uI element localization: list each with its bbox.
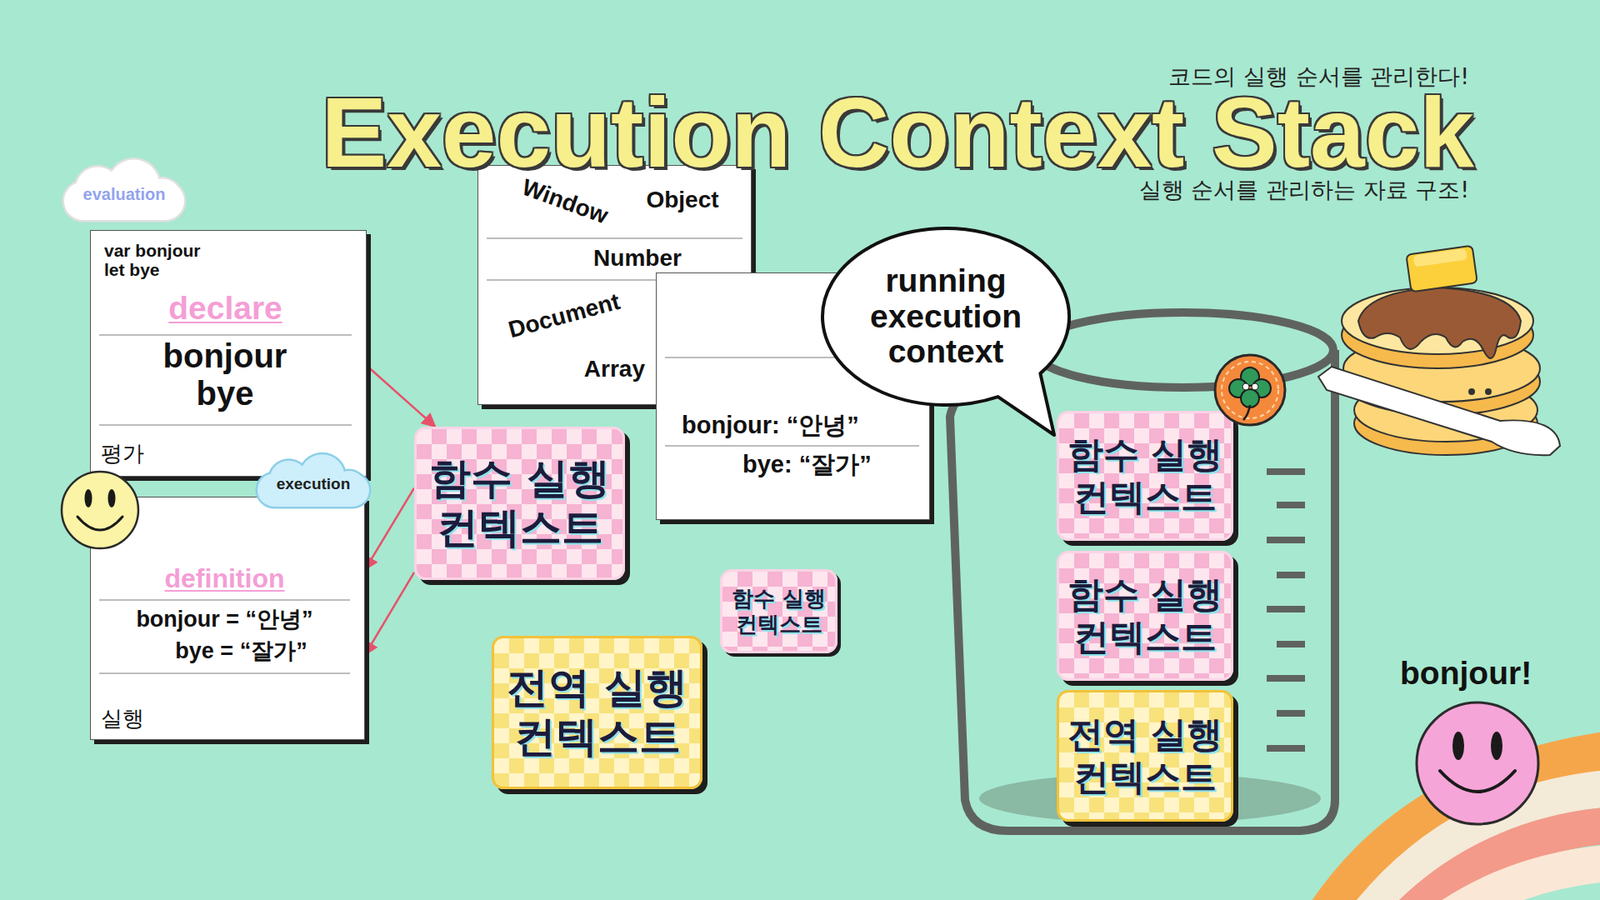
phase-label: 평가 — [100, 440, 201, 467]
stack-frame: 전역 실행 컨텍스트 — [1056, 690, 1234, 822]
step-heading: definition — [90, 562, 359, 595]
phase-tag: evaluation — [64, 163, 185, 225]
yellow-smiley — [61, 471, 139, 549]
rule-line — [99, 424, 352, 426]
phase-label: 실행 — [100, 705, 201, 732]
rule-line — [99, 672, 350, 675]
context-box: 함수 실행 컨텍스트 — [414, 426, 625, 580]
clover-badge — [1215, 355, 1285, 425]
phase-tag: execution — [257, 457, 370, 511]
phase-card: definition bonjour = “안녕” bye = “잘가” 실행 — [90, 496, 365, 740]
context-box: 전역 실행 컨텍스트 — [491, 635, 703, 790]
step-heading: declare — [90, 289, 360, 329]
speech-bubble: running execution context — [820, 226, 1071, 407]
bubble-outline — [822, 228, 1070, 435]
context-label: 전역 실행 컨텍스트 — [502, 663, 692, 762]
rule-line — [486, 237, 743, 240]
binding-line: bonjour: “안녕” — [681, 410, 924, 440]
pink-smiley — [1416, 702, 1539, 825]
context-label: 함수 실행 컨텍스트 — [425, 454, 615, 553]
object-name: Document — [480, 280, 649, 351]
object-name: Array — [545, 355, 645, 384]
title: Execution Context Stack — [320, 83, 1475, 182]
assignment-line: bye = “잘가” — [124, 637, 359, 665]
assignment-line: bonjour = “안녕” — [90, 605, 359, 633]
context-label: 함수 실행 컨텍스트 — [1065, 573, 1225, 658]
pancakes — [1318, 245, 1560, 456]
stack-frame: 함수 실행 컨텍스트 — [1056, 550, 1234, 681]
flow-arrow — [365, 488, 415, 570]
rule-line — [665, 445, 920, 447]
phase-card: var bonjour let bye declare bonjour bye 평가 — [90, 230, 367, 477]
context-box: 함수 실행 컨텍스트 — [720, 569, 838, 654]
object-name: Object — [620, 185, 745, 215]
code-line: var bonjour let bye — [104, 240, 217, 280]
object-name: Number — [575, 244, 700, 273]
identifier-list: bonjour bye — [154, 337, 296, 413]
stack-frame: 함수 실행 컨텍스트 — [1056, 410, 1234, 541]
decor-swoosh — [1325, 750, 1600, 900]
context-label: 전역 실행 컨텍스트 — [1065, 713, 1225, 798]
context-label: 함수 실행 컨텍스트 — [729, 585, 829, 637]
binding-line: bye: “잘가” — [742, 450, 922, 480]
tag-text: evaluation — [76, 185, 172, 205]
tag-text: execution — [270, 475, 357, 494]
rule-line — [99, 599, 350, 601]
context-label: 함수 실행 컨텍스트 — [1065, 433, 1225, 518]
subtitle-note: 코드의 실행 순서를 관리한다! — [1168, 61, 1470, 92]
flow-arrow — [365, 572, 415, 655]
flow-arrow — [366, 365, 435, 427]
bubble-text: running execution context — [850, 263, 1042, 371]
greeting-label: bonjour! — [1400, 655, 1532, 692]
subtitle-note: 실행 순서를 관리하는 자료 구조! — [1139, 175, 1470, 205]
rule-line — [99, 334, 352, 336]
